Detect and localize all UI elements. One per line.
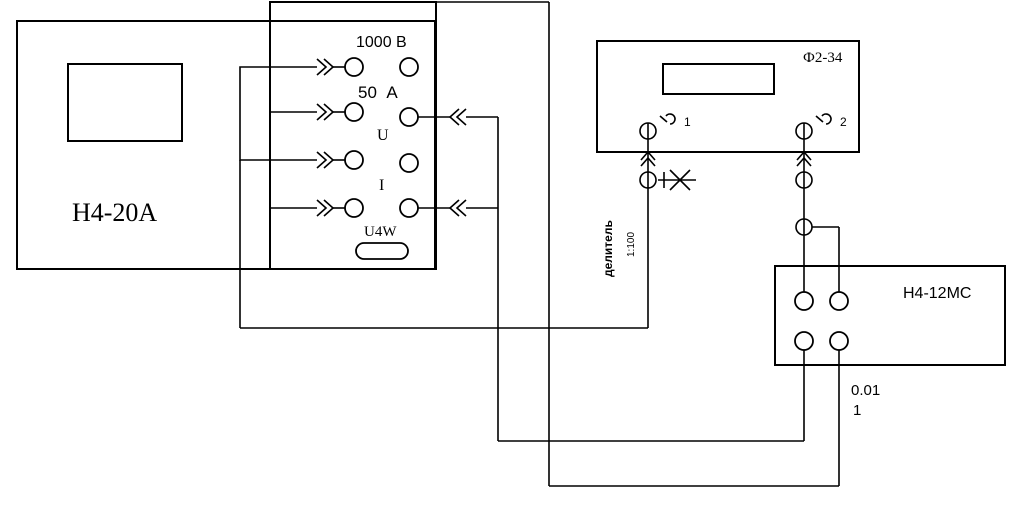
calibrator-terminal-panel [269, 1, 437, 270]
shunt-jack-top-left [794, 291, 814, 311]
jack-1000v-left [344, 57, 364, 77]
calibrator-display [67, 63, 183, 142]
meter-display [662, 63, 775, 95]
jack-u-right [399, 153, 419, 173]
shunt-jacks [794, 291, 849, 351]
label-u4w: U4W [364, 224, 397, 240]
jack-1000v-right [399, 57, 419, 77]
shunt-device [774, 265, 1006, 366]
left-plug-chevrons [316, 58, 345, 217]
label-i: I [379, 177, 384, 194]
meter-device [596, 40, 860, 153]
divider-ratio-group: 1:100 [626, 232, 637, 257]
u4w-button [355, 242, 409, 260]
divider-label-group: делитель [601, 220, 615, 277]
divider-ratio: 1:100 [626, 232, 637, 257]
meter-channel-1: 1 [684, 115, 691, 129]
shunt-value-2: 1 [853, 402, 861, 419]
label-u: U [377, 127, 389, 144]
shunt-name: Н4-12МС [903, 285, 971, 302]
meter-name: Ф2-34 [803, 50, 843, 66]
shunt-jack-bottom-left [794, 331, 814, 351]
wires [239, 1, 840, 487]
label-1000v: 1000 В [356, 34, 407, 51]
shunt-value-1: 0.01 [851, 382, 880, 399]
calibrator-name: Н4-20А [72, 198, 157, 227]
meter-channel-2: 2 [840, 115, 847, 129]
shunt-jack-top-right [829, 291, 849, 311]
shunt-jack-bottom-right [829, 331, 849, 351]
right-plug-chevrons [418, 108, 467, 217]
jack-i-left [344, 198, 364, 218]
divider-label: делитель [601, 220, 615, 277]
meter-inputs [639, 113, 840, 292]
jack-i-right [399, 198, 419, 218]
jack-50a-right [399, 107, 419, 127]
jack-50a-left [344, 102, 364, 122]
label-50a: 50 А [358, 83, 398, 102]
jack-u-left [344, 150, 364, 170]
